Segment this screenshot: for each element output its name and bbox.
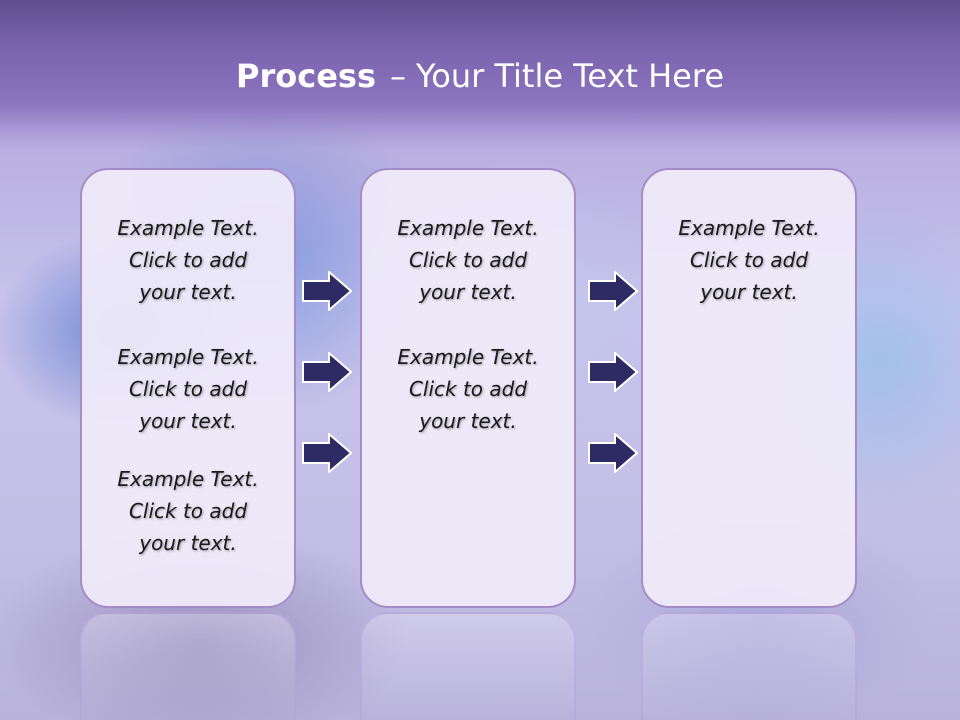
text-line: your text. (139, 409, 237, 433)
text-placeholder[interactable]: Example Text. Click to add your text. (82, 341, 294, 437)
text-line: Example Text. (117, 216, 259, 240)
card-reflection (641, 612, 857, 720)
right-arrow-icon (588, 271, 638, 311)
title-band (0, 0, 960, 150)
text-placeholder[interactable]: Example Text. Click to add your text. (82, 212, 294, 308)
text-line: Example Text. (397, 216, 539, 240)
text-placeholder[interactable]: Example Text. Click to add your text. (82, 463, 294, 559)
right-arrow-icon (302, 352, 352, 392)
text-line: your text. (139, 280, 237, 304)
text-line: Click to add (408, 377, 528, 401)
process-step-card-1[interactable]: Example Text. Click to add your text. Ex… (80, 168, 296, 608)
title-rest-text: Your Title Text Here (415, 57, 724, 95)
text-line: Example Text. (117, 345, 259, 369)
process-step-card-2[interactable]: Example Text. Click to add your text. Ex… (360, 168, 576, 608)
text-line: Example Text. (678, 216, 820, 240)
text-placeholder[interactable]: Example Text. Click to add your text. (362, 341, 574, 437)
right-arrow-icon (302, 433, 352, 473)
title-separator: – (389, 57, 406, 95)
slide-title[interactable]: Process–Your Title Text Here (0, 56, 960, 96)
text-line: your text. (419, 280, 517, 304)
text-line: your text. (139, 531, 237, 555)
text-line: Example Text. (397, 345, 539, 369)
text-placeholder[interactable]: Example Text. Click to add your text. (643, 212, 855, 308)
title-bold-text: Process (236, 57, 376, 95)
right-arrow-icon (588, 352, 638, 392)
text-line: Example Text. (117, 467, 259, 491)
right-arrow-icon (302, 271, 352, 311)
text-line: your text. (700, 280, 798, 304)
text-line: your text. (419, 409, 517, 433)
text-line: Click to add (128, 377, 248, 401)
text-placeholder[interactable]: Example Text. Click to add your text. (362, 212, 574, 308)
text-line: Click to add (128, 248, 248, 272)
right-arrow-icon (588, 433, 638, 473)
text-line: Click to add (408, 248, 528, 272)
card-reflection (80, 612, 296, 720)
text-line: Click to add (128, 499, 248, 523)
process-step-card-3[interactable]: Example Text. Click to add your text. (641, 168, 857, 608)
card-reflection (360, 612, 576, 720)
text-line: Click to add (689, 248, 809, 272)
